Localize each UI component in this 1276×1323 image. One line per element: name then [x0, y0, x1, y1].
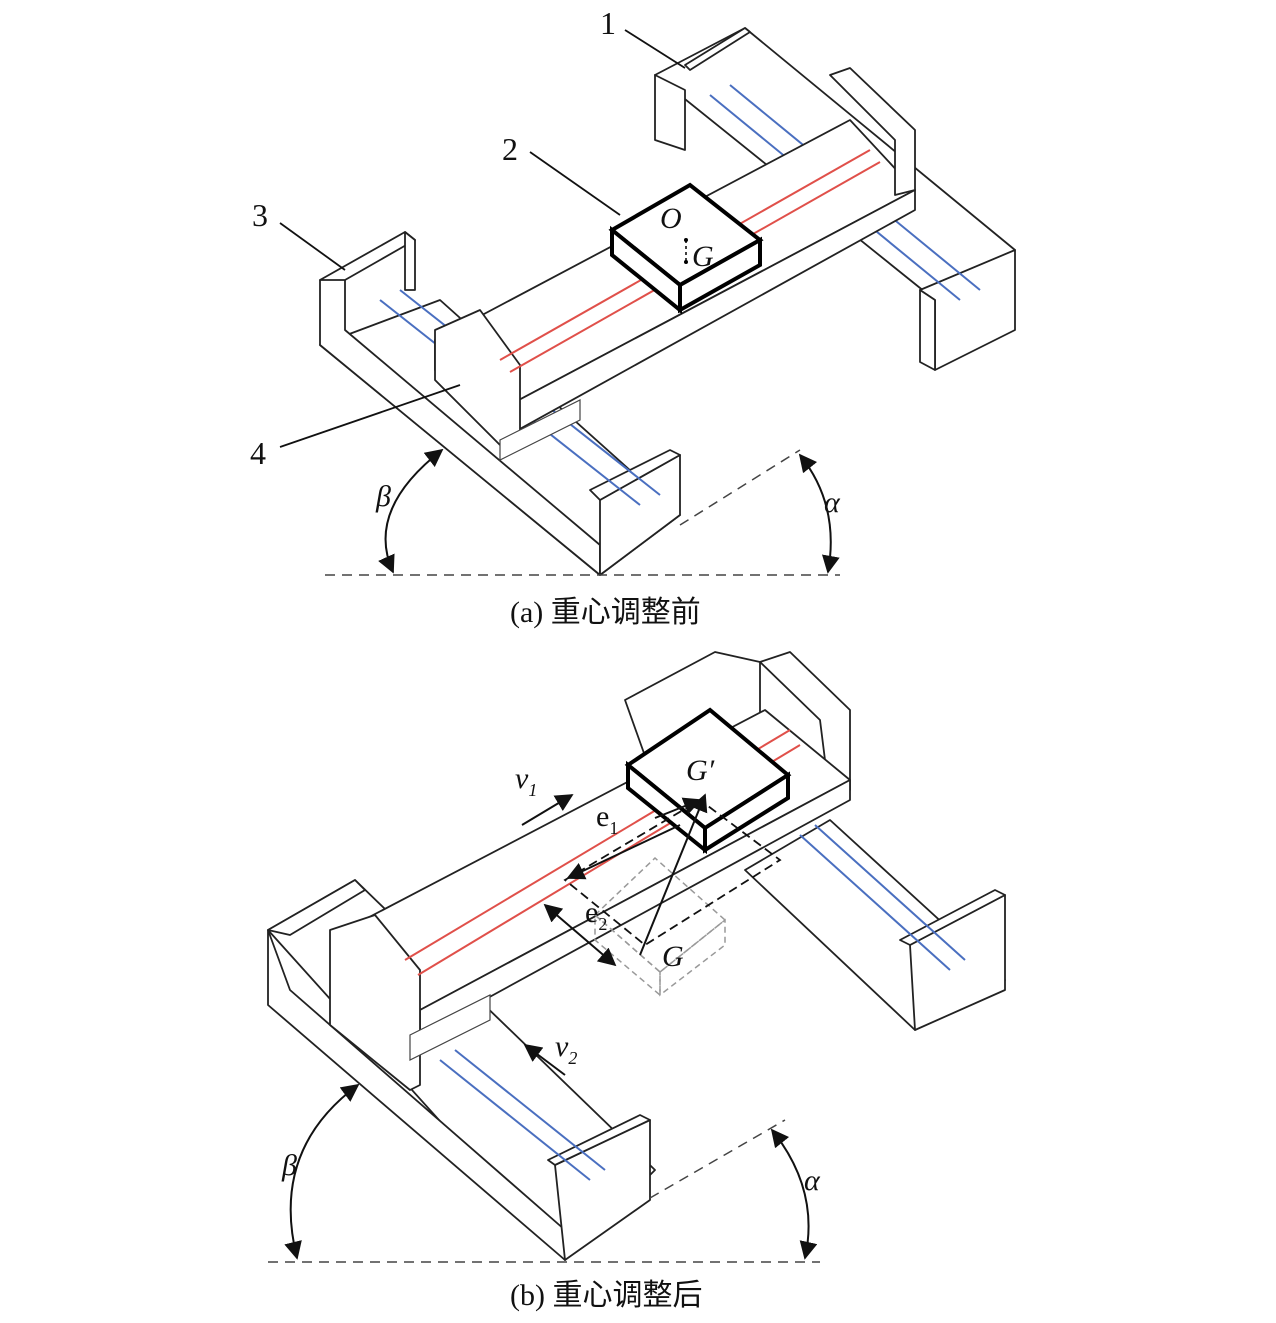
e1-label: e1: [596, 800, 618, 838]
leader-1: [624, 29, 686, 69]
v2-label: v2: [555, 1030, 577, 1068]
alpha-label-a: α: [824, 486, 841, 519]
point-g-label-a: G: [692, 240, 714, 273]
leader-3: [279, 222, 346, 271]
movable-mass-a: [608, 182, 764, 315]
incline-line-b: [649, 1119, 786, 1199]
beta-arc-a: [378, 448, 444, 574]
alpha-label-b: α: [804, 1164, 821, 1197]
velocity-arrow-v1: [521, 794, 574, 826]
leader-2: [529, 151, 621, 216]
beta-arc-b: [284, 1083, 360, 1260]
panel-b: G′ G e1 e2 v1 v2 β α (b) 重心调整后: [267, 651, 1006, 1312]
vector-e1: [566, 824, 681, 880]
velocity-arrow-v2: [523, 1043, 566, 1076]
beta-label-a: β: [375, 480, 391, 513]
leader-4: [279, 384, 461, 448]
caption-b: (b) 重心调整后: [510, 1279, 702, 1312]
v1-label: v1: [515, 762, 537, 800]
beta-label-b: β: [281, 1149, 297, 1182]
part-label-4: 4: [250, 435, 266, 471]
point-g-label-b: G: [662, 940, 684, 973]
panel-a: O G 1 2 3 4 β α (a) 重心调整前: [250, 5, 1016, 629]
shift-box: [563, 798, 782, 947]
right-cradle: [744, 819, 1006, 1031]
displacement-vectors: [543, 793, 782, 967]
e2-label: e2: [585, 896, 607, 934]
caption-a: (a) 重心调整前: [510, 596, 701, 629]
part-label-1: 1: [600, 5, 616, 41]
part-label-3: 3: [252, 197, 268, 233]
resultant-vector: [639, 793, 708, 956]
part-label-2: 2: [502, 131, 518, 167]
point-o-label: O: [660, 202, 682, 235]
alpha-arc-b: [770, 1128, 818, 1260]
movable-mass-b: [624, 707, 792, 855]
alpha-arc-a: [798, 453, 840, 574]
point-g-prime-label: G′: [686, 754, 715, 787]
incline-line-a: [679, 449, 801, 526]
vector-e2: [543, 903, 617, 967]
